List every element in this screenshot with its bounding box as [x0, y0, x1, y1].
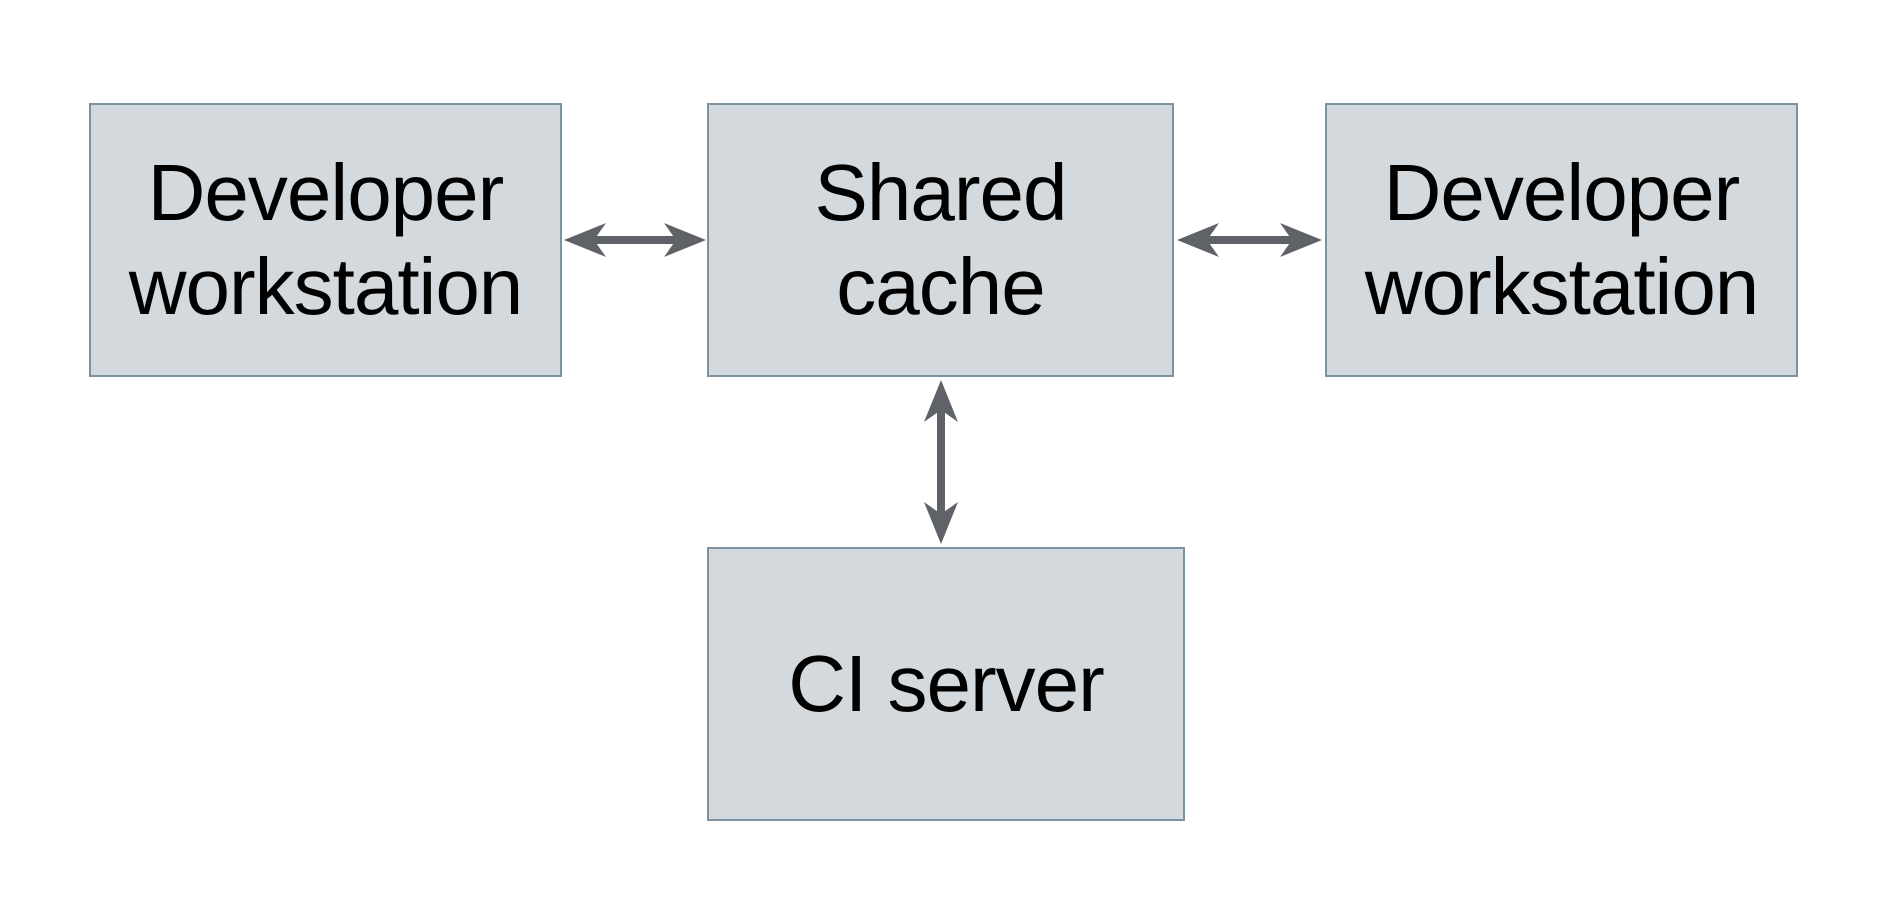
node-label-line: CI server: [788, 639, 1104, 728]
node-developer-workstation-right: Developer workstation: [1325, 103, 1798, 377]
node-label-line: workstation: [1364, 242, 1760, 331]
node-label: Developer workstation: [1364, 146, 1760, 334]
arrow-shared-cache-right-workstation: [1177, 223, 1322, 257]
node-label-line: workstation: [128, 242, 524, 331]
node-label: Shared cache: [814, 146, 1068, 334]
node-label-line: Shared: [814, 148, 1068, 237]
arrow-shared-cache-ci-server: [924, 380, 958, 544]
node-label-line: Developer: [147, 148, 505, 237]
node-label: CI server: [788, 637, 1104, 731]
arrow-left-workstation-shared-cache: [564, 223, 706, 257]
node-ci-server: CI server: [707, 547, 1185, 821]
node-label: Developer workstation: [128, 146, 524, 334]
node-label-line: cache: [836, 242, 1045, 331]
node-developer-workstation-left: Developer workstation: [89, 103, 562, 377]
node-label-line: Developer: [1383, 148, 1741, 237]
node-shared-cache: Shared cache: [707, 103, 1174, 377]
